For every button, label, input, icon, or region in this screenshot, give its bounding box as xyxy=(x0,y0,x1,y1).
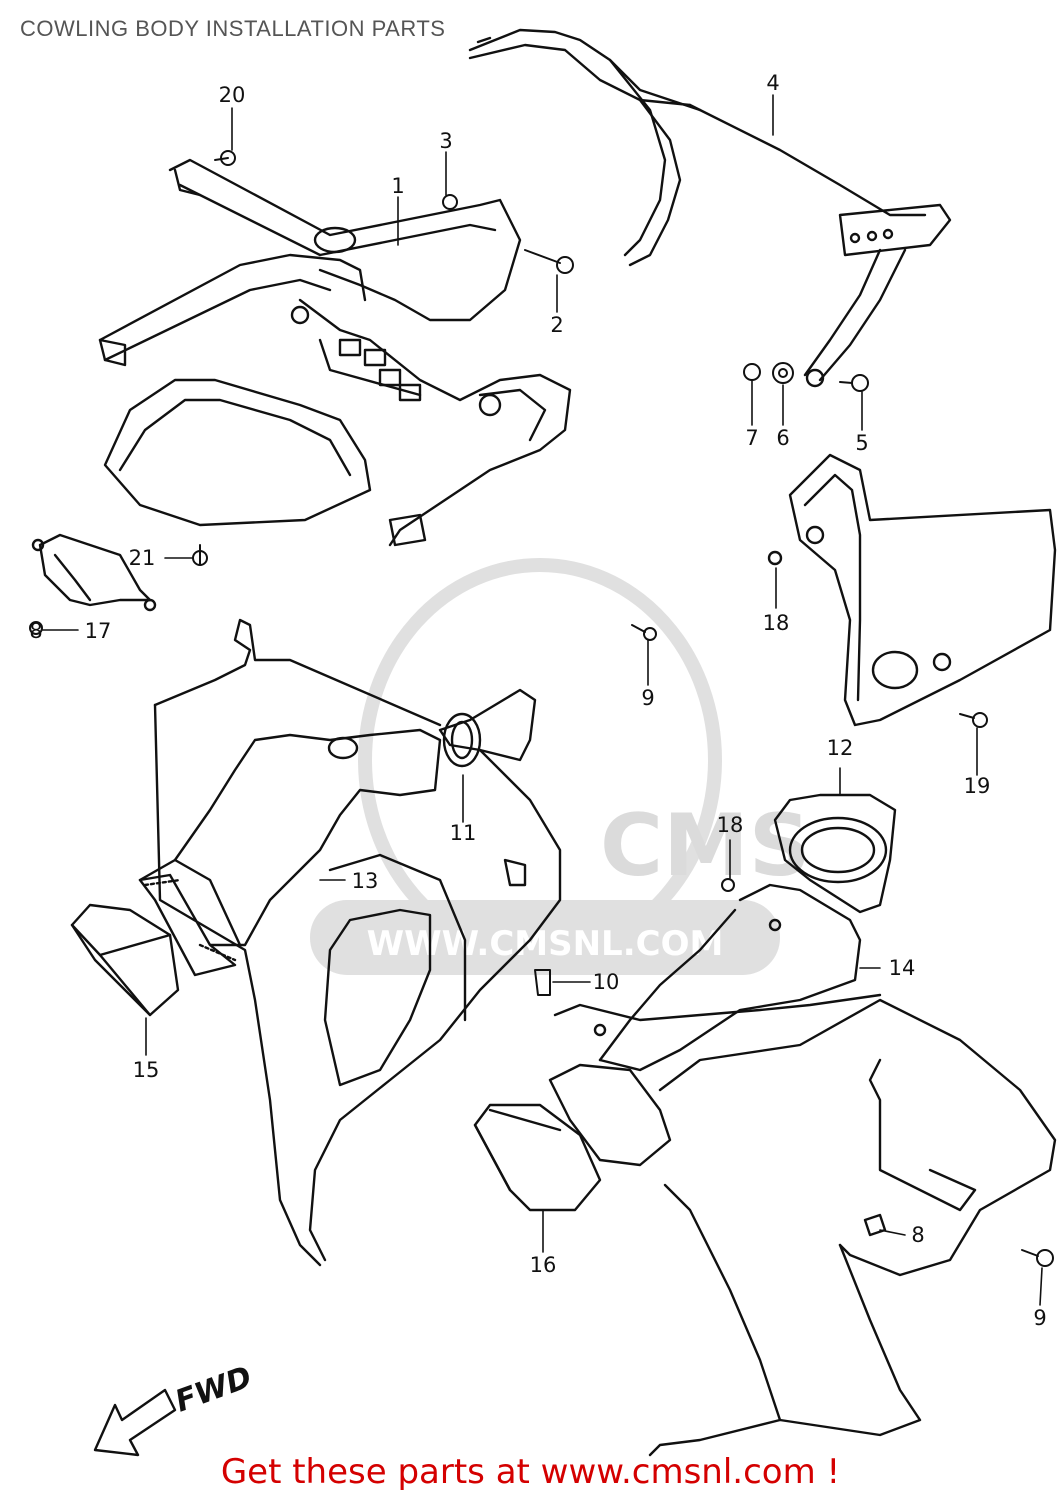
watermark-logo: CMS xyxy=(600,796,811,896)
callout-8-right: 8 xyxy=(911,1223,924,1247)
part-4-brace xyxy=(468,28,952,388)
part-16-grille xyxy=(473,1063,672,1212)
callout-7: 7 xyxy=(745,426,758,450)
callout-14: 14 xyxy=(889,956,916,980)
part-14-air-duct xyxy=(553,883,882,1072)
callout-2: 2 xyxy=(550,313,563,337)
callout-15: 15 xyxy=(133,1058,160,1082)
fasteners xyxy=(29,150,1054,1267)
callout-9-upper: 9 xyxy=(641,686,654,710)
callout-19: 19 xyxy=(964,774,991,798)
callout-5: 5 xyxy=(855,431,868,455)
left-body-panel xyxy=(153,618,562,1267)
watermark: CMS WWW.CMSNL.COM xyxy=(310,558,811,975)
callout-labels: 20 3 1 2 4 7 6 5 21 17 9 18 12 19 11 13 … xyxy=(29,71,1046,1330)
callout-21: 21 xyxy=(129,546,156,570)
callout-13: 13 xyxy=(352,869,379,893)
callout-17: 17 xyxy=(85,619,112,643)
callout-9-lower: 9 xyxy=(1033,1306,1046,1330)
callout-20: 20 xyxy=(219,83,246,107)
part-right-inner-panel xyxy=(767,453,1057,727)
callout-1: 1 xyxy=(391,174,404,198)
callout-11: 11 xyxy=(450,821,477,845)
footer-link-text[interactable]: Get these parts at www.cmsnl.com ! xyxy=(220,1452,841,1492)
callout-3: 3 xyxy=(439,129,452,153)
cover-shield xyxy=(103,378,372,527)
right-lower-cowl xyxy=(648,998,1057,1457)
watermark-url: WWW.CMSNL.COM xyxy=(367,924,724,964)
callout-18-middle: 18 xyxy=(717,813,744,837)
part-12-intake-funnel xyxy=(773,793,897,914)
part-17-clip-assembly xyxy=(31,533,157,612)
fwd-label: FWD xyxy=(171,1360,257,1420)
fwd-arrow xyxy=(93,1388,177,1457)
callout-8-left: 8 xyxy=(29,619,42,643)
part-11-intake-funnel xyxy=(438,688,537,887)
callout-6: 6 xyxy=(776,426,789,450)
leader-lines xyxy=(42,94,1043,1306)
page-title: COWLING BODY INSTALLATION PARTS xyxy=(20,16,446,41)
callout-16: 16 xyxy=(530,1253,557,1277)
callout-4: 4 xyxy=(766,71,779,95)
callout-18-right: 18 xyxy=(763,611,790,635)
callout-12: 12 xyxy=(827,736,854,760)
part-1-bracket xyxy=(98,158,572,547)
part-15-grille xyxy=(70,903,180,1017)
part-13-air-duct xyxy=(138,728,442,977)
callout-10: 10 xyxy=(593,970,620,994)
